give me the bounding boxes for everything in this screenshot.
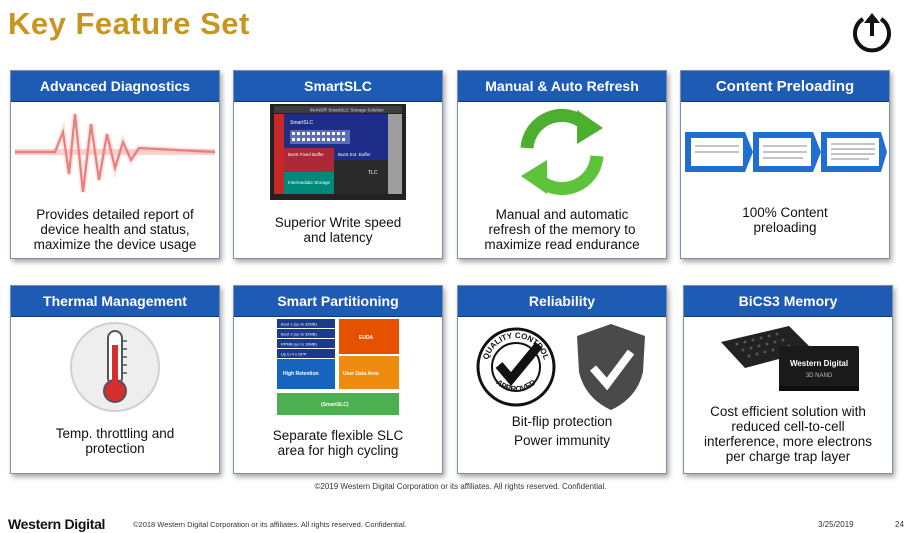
card-title: Thermal Management <box>11 286 219 317</box>
partition-label: User Data Area <box>343 371 379 377</box>
chip-label: 3D NAND <box>806 373 833 379</box>
feature-card-advanced-diagnostics: Advanced Diagnostics Provides detailed r… <box>10 70 220 259</box>
card-title: Manual & Auto Refresh <box>458 71 666 102</box>
diagram-label: TLC <box>368 170 378 176</box>
copyright-text: ©2018 Western Digital Corporation or its… <box>133 520 407 529</box>
card-text-line: Cost efficient solution with <box>710 404 866 419</box>
feature-card-smart-partitioning: Smart Partitioning Boot 1 (up to 32MB) B… <box>233 285 443 474</box>
quality-control-badge-icon: QUALITY CONTROL APPROVED <box>476 327 556 407</box>
heartbeat-icon <box>15 113 215 193</box>
thermometer-icon <box>70 322 160 412</box>
partition-label: RPMB (up to 16MB) <box>281 342 317 347</box>
feature-card-reliability: Reliability QUALITY CONTROL APPROVED Bit… <box>457 285 667 474</box>
card-text-line: maximize the device usage <box>33 237 197 252</box>
card-text-line: 100% Content <box>742 205 828 220</box>
card-text-line: Power immunity <box>513 433 611 448</box>
confidential-note: ©2019 Western Digital Corporation or its… <box>314 482 607 491</box>
card-text-line: Temp. throttling and <box>55 426 175 441</box>
page-title: Key Feature Set <box>8 6 250 41</box>
slide-footer: Western Digital ©2018 Western Digital Co… <box>0 510 921 533</box>
card-text-line: maximize read endurance <box>484 237 640 252</box>
partition-label: High Retention <box>283 371 319 377</box>
card-title: Advanced Diagnostics <box>11 71 219 102</box>
feature-card-thermal-management: Thermal Management Temp. throttling and … <box>10 285 220 474</box>
slide-date: 3/25/2019 <box>818 520 854 529</box>
card-text-line: and latency <box>303 230 373 245</box>
diagram-label: SmartSLC <box>290 120 313 126</box>
smartslc-diagram: iNAND® SmartSLC Storage Solution SmartSL… <box>270 104 406 200</box>
card-text-line: refresh of the memory to <box>488 222 636 237</box>
western-digital-logo: Western Digital <box>8 516 106 532</box>
card-text-line: Superior Write speed <box>274 215 402 230</box>
card-text-line: reduced cell-to-cell <box>731 419 845 434</box>
partition-label: Boot 2 (up to 32MB) <box>281 332 317 337</box>
upload-arrow-icon <box>853 13 891 53</box>
card-text-line: interference, more electrons <box>703 434 873 449</box>
chip-brand: Western Digital <box>790 359 848 368</box>
card-text-line: Provides detailed report of <box>36 207 194 222</box>
page-number: 24 <box>895 520 904 529</box>
diagram-label: Burst Ext. Buffer <box>338 152 371 157</box>
feature-card-refresh: Manual & Auto Refresh Manual and automat… <box>457 70 667 259</box>
feature-card-content-preloading: Content Preloading 100% Content preloadi… <box>680 70 890 259</box>
partition-diagram: Boot 1 (up to 32MB) Boot 2 (up to 32MB) … <box>277 319 399 415</box>
preloading-flow-diagram <box>685 132 887 172</box>
feature-card-bics3-memory: BiCS3 Memory Western Digital 3D NAND Cos… <box>683 285 893 474</box>
partition-label: (SmartSLC) <box>321 402 349 408</box>
partition-label: Up to 4 x GPP <box>281 352 307 357</box>
card-title: Content Preloading <box>681 71 889 102</box>
partition-label: Boot 1 (up to 32MB) <box>281 322 317 327</box>
card-text-line: device health and status, <box>40 222 190 237</box>
card-text-line: Manual and automatic <box>495 207 629 222</box>
feature-card-smartslc: SmartSLC iNAND® SmartSLC Storage Solutio… <box>233 70 443 259</box>
nand-chip-image: Western Digital 3D NAND <box>721 326 859 391</box>
card-title: Smart Partitioning <box>234 286 442 317</box>
card-text-line: per charge trap layer <box>725 449 851 464</box>
diagram-header: iNAND® SmartSLC Storage Solution <box>310 107 384 113</box>
card-title: Reliability <box>458 286 666 317</box>
card-text-line: Separate flexible SLC <box>272 428 404 443</box>
diagram-label: Burst Fixed Buffer <box>288 152 324 157</box>
shield-check-icon <box>577 324 645 410</box>
card-title: BiCS3 Memory <box>684 286 892 317</box>
refresh-icon <box>520 108 604 196</box>
diagram-label: Intermediate Storage <box>288 180 331 185</box>
card-text-line: preloading <box>753 220 817 235</box>
card-text-line: area for high cycling <box>277 443 399 458</box>
card-text-line: protection <box>85 441 145 456</box>
partition-label: EUDA <box>359 335 374 341</box>
card-text-line: Bit-flip protection <box>511 414 613 429</box>
card-title: SmartSLC <box>234 71 442 102</box>
